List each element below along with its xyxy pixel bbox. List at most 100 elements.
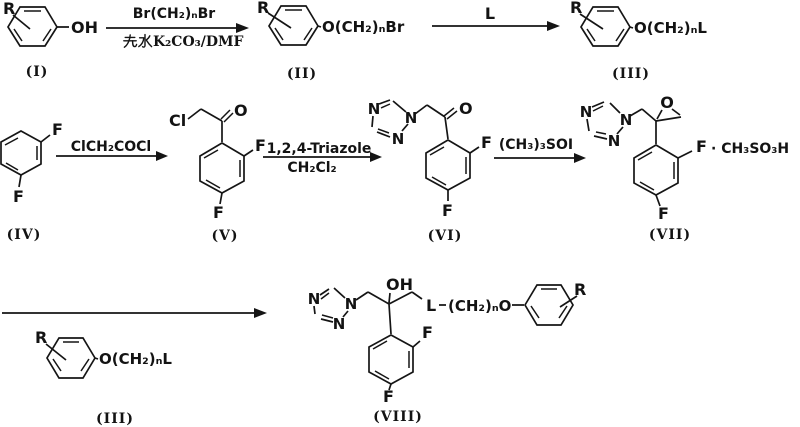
arrow-step4: 1,2,4-Triazole CH₂Cl₂ xyxy=(263,141,382,176)
linker-label: L xyxy=(426,296,436,315)
reagent-above: ClCH₂COCl xyxy=(71,139,151,155)
fluorine-label: F xyxy=(383,387,394,406)
r-substituent-label: R xyxy=(257,0,269,17)
compound-label-VIII: (VIII) xyxy=(373,409,423,425)
compound-label-III: (III) xyxy=(96,411,134,427)
structure-VII: N N N O F F · CH₃SO₃H (VII) xyxy=(580,93,789,243)
double-bond-inner-lines xyxy=(586,10,625,42)
ether-chain-label: O(CH₂)ₙBr xyxy=(322,18,405,36)
reagent-below: CH₂Cl₂ xyxy=(287,160,336,176)
fluorine-label: F xyxy=(13,187,24,206)
substituent-bonds xyxy=(579,13,634,30)
r-substituent-label: R xyxy=(574,280,586,299)
benzene-ring xyxy=(633,144,679,196)
chain-bonds xyxy=(414,104,449,140)
chain-bonds xyxy=(187,108,223,142)
fluorine-label: F xyxy=(255,136,266,155)
arrow-step1: Br(CH₂)ₙBr K₂CO₃/DMF xyxy=(106,6,249,50)
substituent-bonds xyxy=(447,146,480,201)
chlorine-label: Cl xyxy=(169,111,186,130)
arrowhead-icon xyxy=(574,153,586,163)
ether-chain-label: O(CH₂)ₙL xyxy=(99,350,172,368)
reagent-above: Br(CH₂)ₙBr xyxy=(133,6,216,22)
compound-label-IV: (IV) xyxy=(7,227,42,243)
substituent-bonds xyxy=(219,149,254,205)
triazole-ring-bonds xyxy=(313,287,349,323)
fluorine-label: F xyxy=(422,323,433,342)
oxygen-label: O xyxy=(234,101,248,120)
r-substituent-label: R xyxy=(35,328,47,347)
nitrogen-label: N xyxy=(308,290,321,308)
double-bond-inner-lines xyxy=(203,149,241,189)
fluorine-bonds xyxy=(388,340,421,391)
triazole-double-bonds xyxy=(377,103,391,134)
structure-III: R O(CH₂)ₙL (III) xyxy=(570,0,707,82)
compound-label-VI: (VI) xyxy=(428,228,463,244)
fluorine-label: F xyxy=(481,133,492,152)
oxygen-label: O xyxy=(660,93,674,112)
arrowhead-icon xyxy=(236,23,249,33)
hydroxyl-label: OH xyxy=(386,275,413,294)
nitrogen-label: N xyxy=(392,130,405,148)
triazole-double-bonds xyxy=(320,292,334,319)
benzene-ring xyxy=(199,142,245,194)
double-bond-inner-lines xyxy=(637,151,675,191)
nitrogen-label: N xyxy=(608,132,621,150)
double-bond-inner-lines xyxy=(429,146,467,186)
compound-label-II: (II) xyxy=(287,66,317,82)
nitrogen-label: N xyxy=(405,109,418,127)
structure-VI: N N N O F F (VI) xyxy=(368,99,492,244)
hanzi-wushui-anhydrous xyxy=(123,33,153,48)
fluorine-label: F xyxy=(696,137,707,156)
carbonyl-double-bond xyxy=(443,107,458,120)
triazole-ring-bonds xyxy=(371,99,409,138)
chain-bonds xyxy=(629,108,657,144)
substituent-bonds xyxy=(45,343,99,361)
reagent-above: 1,2,4-Triazole xyxy=(267,141,372,157)
arrow-step5: (CH₃)₃SOI xyxy=(494,137,586,163)
fluorine-label: F xyxy=(442,201,453,220)
arrowhead-icon xyxy=(370,152,382,162)
benzene-ring-difluoro xyxy=(368,334,414,385)
structure-V: Cl O F F (V) xyxy=(169,101,266,244)
chain-bonds xyxy=(355,291,524,335)
mesylate-salt-label: · CH₃SO₃H xyxy=(711,141,789,157)
compound-label-III: (III) xyxy=(612,66,650,82)
carbonyl-double-bond xyxy=(220,109,234,123)
structure-I: R OH (I) xyxy=(3,0,98,80)
compound-label-VII: (VII) xyxy=(649,227,691,243)
ether-chain-label: O(CH₂)ₙL xyxy=(634,19,707,37)
benzene-ring xyxy=(425,139,471,191)
fluorine-label: F xyxy=(658,204,669,223)
oxygen-label: O xyxy=(459,99,473,118)
reagent-above: L xyxy=(485,4,495,23)
triazole-ring-bonds xyxy=(586,101,624,140)
benzene-ring xyxy=(7,6,58,47)
arrowhead-icon xyxy=(547,21,560,31)
structure-IV: F F (IV) xyxy=(0,120,63,243)
benzene-ring xyxy=(46,337,96,379)
double-bond-inner-lines xyxy=(530,288,568,319)
fluorine-label: F xyxy=(52,120,63,139)
arrow-step3: ClCH₂COCl xyxy=(56,139,168,161)
double-bond-inner-lines xyxy=(274,9,313,41)
double-bond-inner-lines xyxy=(52,341,90,372)
r-substituent-label: R xyxy=(570,0,582,17)
hydroxyl-label: OH xyxy=(71,18,98,37)
reagent-above: (CH₃)₃SOI xyxy=(499,137,573,153)
substituent-bonds xyxy=(559,295,578,308)
r-substituent-label: R xyxy=(3,0,15,18)
structure-III-repeat: R O(CH₂)ₙL (III) xyxy=(35,328,172,427)
compound-label-I: (I) xyxy=(26,64,49,80)
arrowhead-icon xyxy=(156,151,168,161)
compound-label-V: (V) xyxy=(211,228,238,244)
substituent-bonds xyxy=(267,12,322,29)
double-bond-inner-lines xyxy=(372,340,410,380)
nitrogen-label: N xyxy=(345,295,358,313)
epoxide-ring xyxy=(655,108,682,122)
nitrogen-label: N xyxy=(368,100,381,118)
fluorine-label: F xyxy=(213,203,224,222)
nitrogen-label: N xyxy=(333,315,346,333)
substituent-bonds xyxy=(12,14,69,30)
